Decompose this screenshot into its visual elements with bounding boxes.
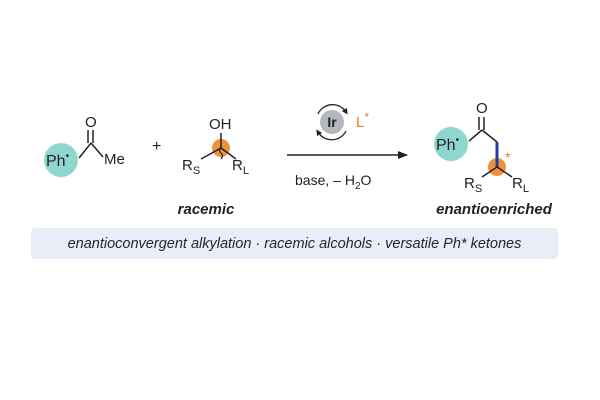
aryl-highlight-circle	[44, 143, 78, 177]
product-carbonyl-oxygen-label: O	[476, 100, 488, 117]
product-aryl-highlight-circle	[434, 127, 468, 161]
hydroxyl-label: OH	[209, 116, 232, 133]
product-rl-label: RL	[512, 175, 529, 195]
rl-label: RL	[232, 157, 249, 177]
product-rl-bond	[496, 166, 513, 178]
racemic-caption: racemic	[178, 201, 235, 218]
catalyst-block: Ir L*	[316, 104, 369, 141]
reactant-alcohol: OH RS RL racemic	[178, 116, 249, 218]
metal-center-circle	[320, 110, 344, 134]
metal-label: Ir	[327, 114, 337, 130]
rs-bond	[200, 147, 222, 160]
methyl-label: Me	[104, 151, 125, 168]
product-aryl-label: Ph•	[436, 135, 460, 154]
product-ketone: Ph• O * RS RL enantioenriched	[434, 100, 553, 218]
circular-arrows-icon	[317, 104, 348, 115]
carbonyl-oxygen-label: O	[85, 114, 97, 131]
product-rs-label: RS	[464, 175, 482, 195]
summary-banner-text: enantioconvergent alkylation · racemic a…	[67, 235, 522, 252]
summary-banner: enantioconvergent alkylation · racemic a…	[31, 228, 558, 259]
chiral-ligand-label: L*	[356, 110, 369, 131]
reactant-ketone: Ph• O Me	[44, 114, 125, 177]
stereocenter-star: *	[505, 149, 511, 165]
product-aryl-carbonyl-bond	[468, 129, 483, 142]
aryl-carbonyl-bond	[78, 142, 92, 159]
plus-sign: +	[152, 138, 161, 155]
reaction-conditions: base, – H2O	[295, 172, 372, 192]
product-rs-bond	[481, 166, 498, 178]
rl-bond	[220, 147, 237, 160]
carbonyl-methyl-bond	[90, 142, 104, 158]
circular-arrows-icon-lower	[316, 129, 347, 141]
enantioenriched-caption: enantioenriched	[436, 201, 553, 218]
aryl-group-label: Ph•	[46, 151, 70, 170]
product-alpha-bond	[481, 129, 498, 143]
rs-label: RS	[182, 157, 200, 177]
